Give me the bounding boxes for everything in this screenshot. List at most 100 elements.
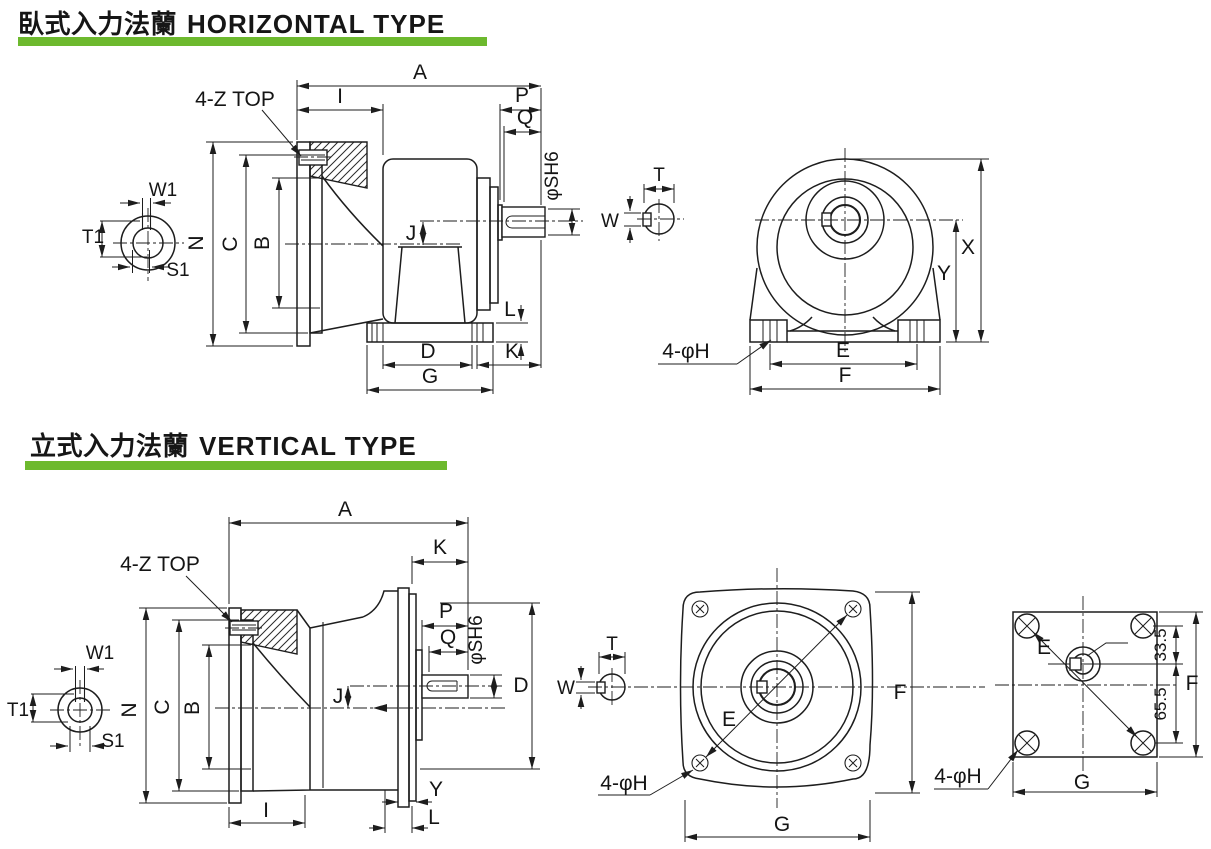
dim-label-i: I [263,799,269,822]
dim-label-e: E [722,708,736,731]
diagonal-e-dimension [1032,631,1138,738]
dim-label-q: Q [440,626,456,649]
dim-label-a: A [338,498,352,521]
dim-label-f: F [1186,672,1199,695]
dimension-labels: A K P Q φSH6 D N C B J Y L I 4-Z TOP W1 … [7,498,529,829]
dimension-labels: A I P Q φSH6 N C B J L D K G 4-Z TOP W1 … [82,61,563,388]
dim-label-p: P [439,600,453,623]
dim-label-s1: S1 [166,260,189,281]
dim-label-y: Y [429,778,443,801]
dim-label-l: L [428,806,440,829]
dimension-labels: T W X Y E F 4-φH [601,165,975,387]
dim-label-k: K [505,340,519,363]
dimension-lines [29,517,540,833]
section-title-vertical: 立式入力法蘭 VERTICAL TYPE [30,426,417,463]
dim-label-e: E [836,339,850,362]
title-horizontal-zh: 臥式入力法蘭 [18,9,178,39]
dim-label-k: K [433,536,447,559]
dim-label-n: N [118,702,141,717]
hole-leader-line [649,769,694,796]
dim-label-e: E [1037,636,1051,659]
vertical-side-view: A K P Q φSH6 D N C B J Y L I 4-Z TOP W1 … [7,498,540,833]
dim-label-i: I [337,85,343,108]
keyway [821,212,832,227]
square-flange [1012,611,1158,758]
dimension-lines [576,591,920,842]
dim-label-l: L [504,298,516,321]
vertical-front-view: T W E F G 4-φH [557,568,985,842]
title-vertical-en: VERTICAL TYPE [199,431,417,461]
section-title-horizontal: 臥式入力法蘭 HORIZONTAL TYPE [18,4,445,41]
bolt-holes [691,600,862,772]
flange-outline [1012,611,1158,758]
shaft-key-detail [637,199,684,241]
right-foot [897,319,941,343]
dim-label-w1: W1 [149,180,178,201]
tap-callout: 4-Z TOP [120,553,200,576]
gearbox-body-outline [296,141,546,347]
dim-label-w1: W1 [86,643,115,664]
dim-label-c: C [219,236,242,251]
dimension-lines [934,611,1203,797]
dim-label-a: A [413,61,427,84]
shaft-end-detail [113,198,184,281]
dim-label-s1: S1 [101,731,124,752]
title-vertical-zh: 立式入力法蘭 [30,431,190,461]
hole-leader-line [987,749,1019,790]
shaft-end-detail [50,666,113,752]
dim-label-y: Y [937,262,951,285]
horizontal-side-view: A I P Q φSH6 N C B J L D K G 4-Z TOP W1 … [82,61,583,394]
input-shaft [501,206,546,238]
horizontal-front-view: T W X Y E F 4-φH [601,148,989,395]
dim-label-g: G [774,813,790,836]
dim-label-f: F [894,681,907,704]
tap-leader-line [185,575,233,623]
centerlines [285,156,583,245]
diagonal-e-dimension [705,614,848,758]
dim-label-g: G [1074,771,1090,794]
dim-label-t: T [653,165,665,186]
dimension-labels: E 33.5 65.5 F G 4-φH [934,628,1198,794]
dim-label-q: Q [517,106,533,129]
output-flange-plate [397,587,410,808]
dim-label-t: T [606,634,618,655]
tap-leader-line [261,109,302,157]
dim-label-t1: T1 [82,227,104,248]
dim-label-65-5: 65.5 [1151,687,1170,720]
dim-label-j: J [333,685,344,708]
dim-label-d: D [513,674,528,697]
dim-label-j: J [406,222,417,245]
dim-label-t1: T1 [7,700,29,721]
gearbox-body-outline [228,587,469,808]
dim-label-w: W [601,211,619,232]
title-underline-horizontal [18,37,487,46]
vertical-back-view: E 33.5 65.5 F G 4-φH [934,596,1203,797]
dim-label-p: P [515,84,529,107]
dim-label-c: C [151,699,174,714]
input-flange-plate [228,607,242,804]
left-foot [749,319,788,343]
hole-leader-line [736,339,772,365]
title-horizontal-en: HORIZONTAL TYPE [187,9,446,39]
dimension-lines [624,158,989,395]
dim-label-w: W [557,678,575,699]
hole-callout: 4-φH [600,772,647,795]
mounting-base [366,322,494,343]
flange-outline [679,587,874,788]
keyway [1069,657,1082,671]
tap-boss [298,149,328,166]
dim-label-f: F [839,364,852,387]
dim-label-shaft: φSH6 [466,615,487,664]
hole-callout: 4-φH [662,340,709,363]
dim-label-d: D [420,340,435,363]
dim-label-g: G [422,365,438,388]
dim-label-n: N [185,235,208,250]
keyway-leader-line [1086,642,1128,657]
dim-label-x: X [961,236,975,259]
dimension-lines [98,80,580,394]
output-shaft [421,674,469,699]
dim-label-33-5: 33.5 [1151,628,1170,661]
dimension-labels: T W E F G 4-φH [557,634,906,836]
